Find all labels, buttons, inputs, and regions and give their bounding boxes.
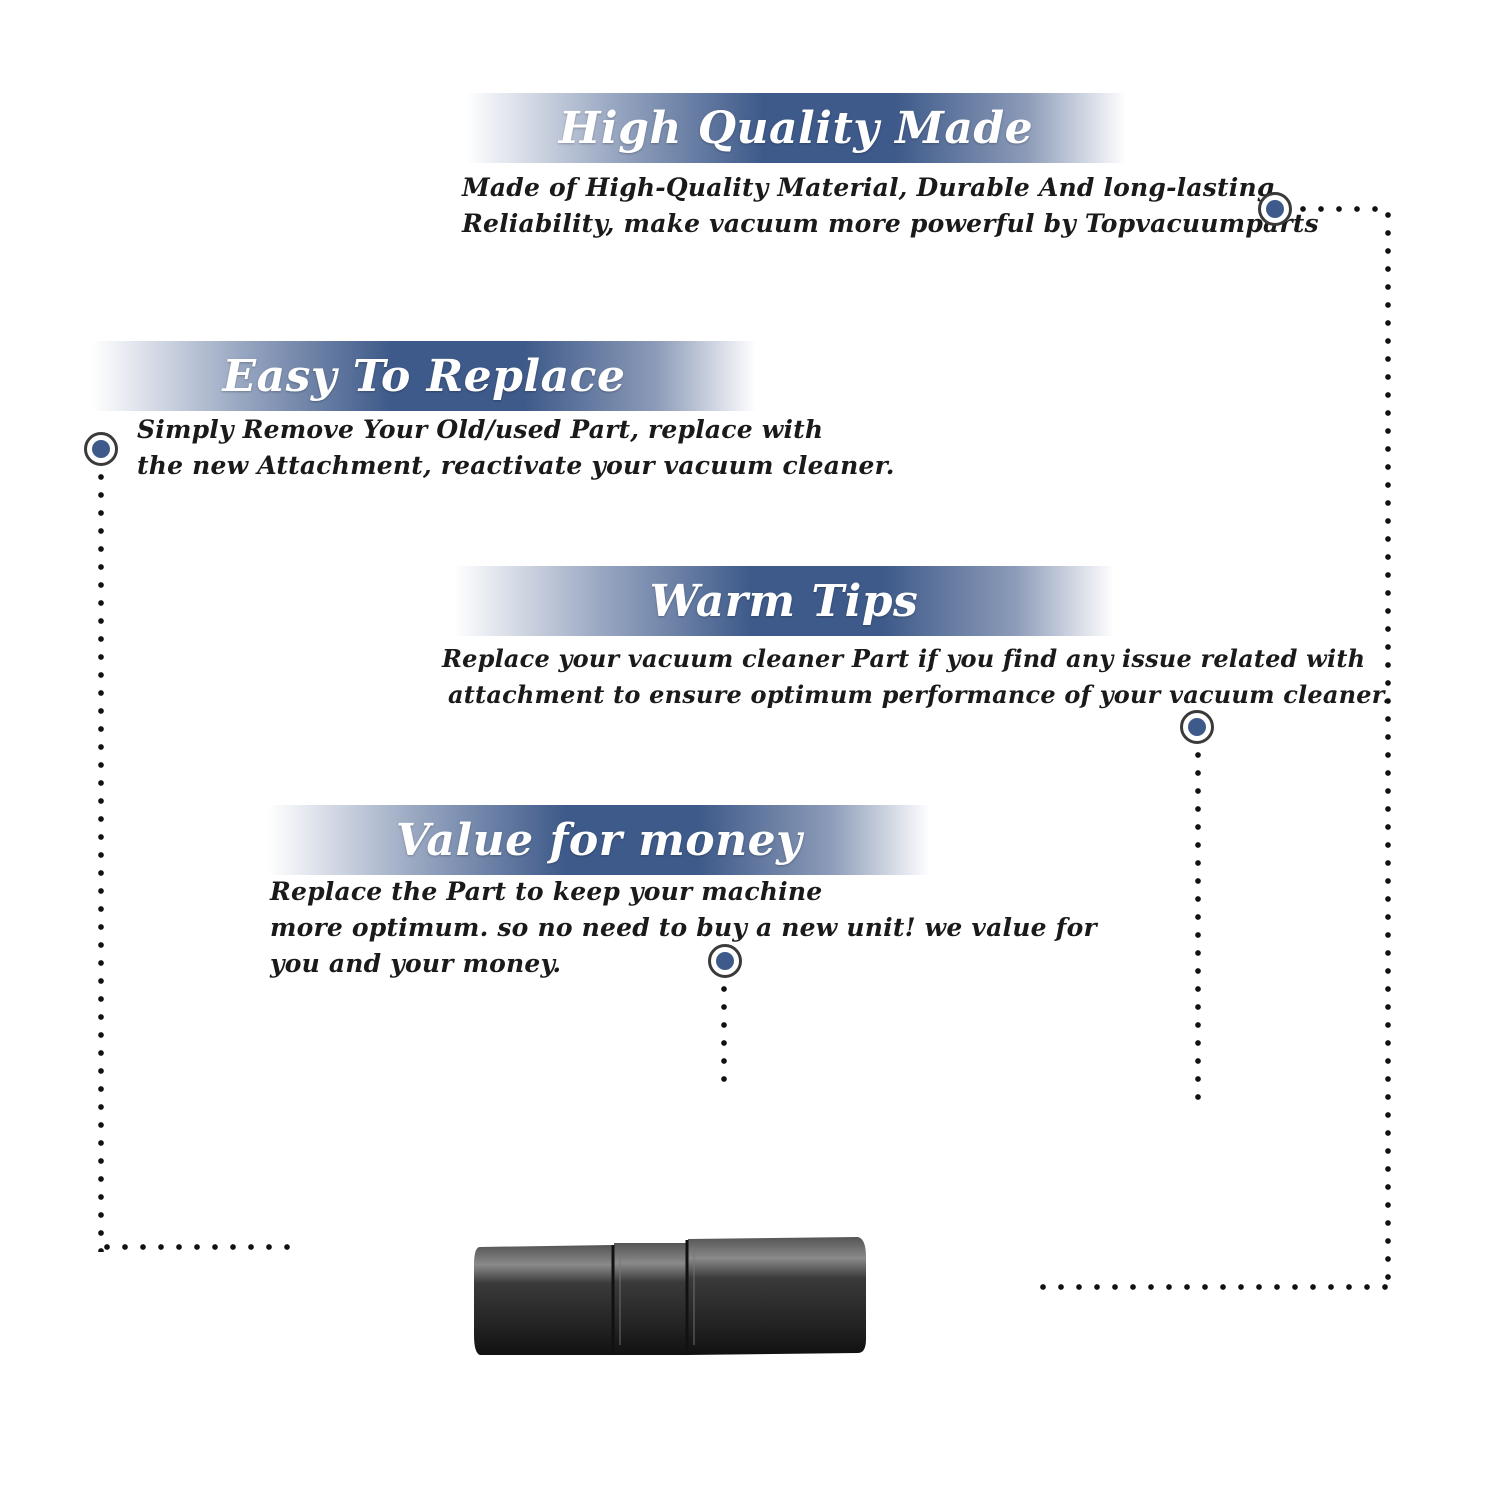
- value-money-banner: Value for money: [268, 805, 930, 875]
- easy-replace-banner: Easy To Replace: [92, 341, 756, 411]
- high-quality-description: Made of High-Quality Material, Durable A…: [462, 170, 1319, 242]
- high-quality-banner: High Quality Made: [466, 93, 1126, 163]
- marker-dot-icon: [1180, 710, 1214, 744]
- connector-dotted-line: [1195, 746, 1201, 1108]
- connector-dotted-line: [98, 468, 104, 1252]
- connector-dotted-line: [1034, 1284, 1388, 1290]
- warm-tips-line-2: attachment to ensure optimum performance…: [448, 680, 1391, 709]
- easy-replace-description: Simply Remove Your Old/used Part, replac…: [137, 412, 895, 484]
- high-quality-line-2: Reliability, make vacuum more powerful b…: [462, 209, 1319, 238]
- easy-replace-line-2: the new Attachment, reactivate your vacu…: [137, 451, 895, 480]
- marker-dot-icon: [84, 432, 118, 466]
- marker-dot-icon: [1258, 192, 1292, 226]
- high-quality-line-1: Made of High-Quality Material, Durable A…: [462, 173, 1275, 202]
- value-money-description: Replace the Part to keep your machine mo…: [270, 874, 1097, 982]
- value-money-title: Value for money: [395, 814, 803, 866]
- value-money-line-1: Replace the Part to keep your machine: [270, 877, 823, 906]
- vacuum-adapter-tube-icon: [474, 1237, 866, 1355]
- connector-dotted-line: [1385, 206, 1391, 1292]
- value-money-line-2: more optimum. so no need to buy a new un…: [270, 913, 1097, 942]
- connector-dotted-line: [98, 1244, 300, 1250]
- connector-dotted-line: [1294, 206, 1390, 212]
- warm-tips-line-1: Replace your vacuum cleaner Part if you …: [442, 644, 1366, 673]
- value-money-line-3: you and your money.: [270, 949, 562, 978]
- easy-replace-title: Easy To Replace: [222, 350, 626, 402]
- high-quality-title: High Quality Made: [558, 102, 1034, 154]
- warm-tips-description: Replace your vacuum cleaner Part if you …: [442, 641, 1391, 713]
- connector-dotted-line: [721, 980, 727, 1092]
- warm-tips-banner: Warm Tips: [454, 566, 1114, 636]
- marker-dot-icon: [708, 944, 742, 978]
- easy-replace-line-1: Simply Remove Your Old/used Part, replac…: [137, 415, 824, 444]
- warm-tips-title: Warm Tips: [649, 575, 919, 627]
